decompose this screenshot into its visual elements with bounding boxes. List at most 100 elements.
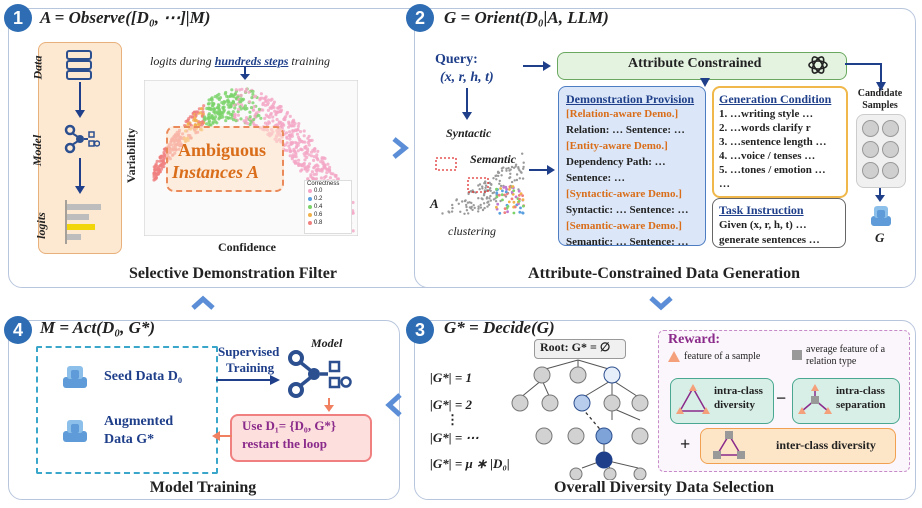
selection-tree: [511, 359, 649, 480]
supervised-line2: Training: [226, 360, 275, 375]
cluster-point: [496, 170, 500, 173]
panel4-footer: Model Training: [149, 479, 257, 496]
cluster-point: [514, 195, 518, 199]
scatter-point: [289, 149, 293, 153]
scatter-point: [207, 107, 211, 111]
scatter-point: [233, 92, 237, 96]
logits-bars-icon: [65, 200, 101, 244]
cluster-point: [465, 203, 468, 207]
level-2-label: |G*| = 2: [430, 397, 473, 412]
cluster-highlight: [435, 157, 457, 171]
scatter-point: [312, 155, 316, 159]
level-final-label: |G*| = μ ∗ |D₀|: [430, 456, 510, 471]
cluster-point: [455, 199, 458, 202]
cluster-point: [511, 185, 515, 188]
intra-separation-triangle-icon: [798, 384, 832, 414]
scatter-point: [269, 111, 273, 116]
scatter-point: [297, 122, 301, 126]
chart-caption: logits during hundreds steps training: [150, 54, 331, 68]
scatter-point: [238, 100, 242, 104]
cluster-point: [504, 185, 508, 189]
scatter-point: [230, 94, 234, 98]
cluster-point: [468, 201, 471, 204]
cluster-point: [468, 206, 472, 209]
scatter-point: [195, 119, 199, 123]
cluster-point: [470, 205, 473, 209]
intra-separation-box: [792, 378, 900, 424]
scatter-point: [152, 173, 156, 177]
cluster-point: [515, 178, 519, 182]
scatter-point: [297, 158, 301, 162]
cluster-point: [486, 205, 489, 208]
scatter-point: [213, 110, 217, 114]
cluster-point: [495, 195, 499, 199]
scatter-point: [203, 118, 207, 122]
scatter-point: [251, 92, 255, 97]
legend-item: 0.4: [305, 203, 351, 211]
cluster-point: [513, 179, 516, 182]
generation-title: Generation Condition: [719, 92, 832, 106]
cluster-point: [500, 174, 503, 177]
cluster-point: [518, 169, 521, 172]
cluster-point: [471, 189, 474, 192]
use-line1: Use D₁= {D₀, G*}: [242, 418, 337, 433]
cluster-point: [521, 194, 524, 197]
scatter-point: [303, 145, 307, 149]
step-number-4: 4: [4, 316, 32, 344]
demo-section-label: [Relation-aware Demo.]: [566, 108, 679, 120]
scatter-point: [222, 109, 226, 113]
task-line-2: generate sentences …: [719, 234, 820, 246]
scatter-point: [291, 140, 295, 144]
cluster-point: [495, 191, 499, 195]
scatter-point: [262, 96, 266, 101]
cluster-point: [495, 178, 498, 181]
scatter-point: [306, 136, 310, 140]
scatter-point: [251, 108, 255, 112]
cluster-point: [504, 190, 508, 194]
legend-swatch: [308, 205, 312, 209]
scatter-point: [250, 96, 254, 100]
scatter-point: [324, 174, 328, 178]
scatter-point: [315, 153, 319, 157]
scatter-point: [314, 172, 318, 176]
scatter-point: [237, 107, 241, 111]
scatter-point: [223, 92, 227, 96]
cluster-point: [483, 189, 487, 192]
cluster-point: [521, 198, 525, 202]
cluster-point: [517, 194, 521, 197]
cluster-point: [496, 202, 500, 206]
scatter-point: [308, 162, 312, 166]
cluster-point: [517, 166, 520, 169]
scatter-point: [326, 162, 330, 166]
cluster-point: [497, 193, 501, 197]
scatter-point: [261, 108, 265, 112]
scatter-point: [294, 152, 298, 156]
cluster-point: [514, 165, 517, 168]
demo-line: Syntactic: … Sentence: …: [566, 204, 689, 216]
cluster-point: [447, 210, 450, 213]
cluster-point: [484, 186, 487, 189]
cluster-point: [498, 182, 501, 185]
cluster-point: [500, 169, 504, 172]
scatter-point: [292, 147, 296, 151]
demo-line: Semantic: … Sentence: …: [566, 236, 689, 248]
cluster-point: [450, 210, 454, 213]
cluster-point: [513, 205, 517, 209]
seed-data-icon: [63, 366, 87, 388]
scatter-point: [161, 159, 165, 163]
scatter-point: [310, 170, 314, 174]
scatter-point: [288, 137, 292, 141]
scatter-point: [254, 94, 258, 98]
scatter-point: [229, 116, 233, 120]
augmented-data-line2: Data G*: [104, 432, 155, 447]
cluster-point: [521, 177, 525, 180]
legend-item: 0.8: [305, 219, 351, 227]
triangle-icon: [668, 351, 680, 362]
scatter-point: [301, 140, 305, 144]
scatter-point: [303, 158, 307, 162]
scatter-point: [201, 110, 205, 114]
task-line-1: Given (x, r, h, t) …: [719, 219, 807, 231]
cluster-point: [508, 169, 511, 172]
cluster-point: [522, 167, 525, 170]
